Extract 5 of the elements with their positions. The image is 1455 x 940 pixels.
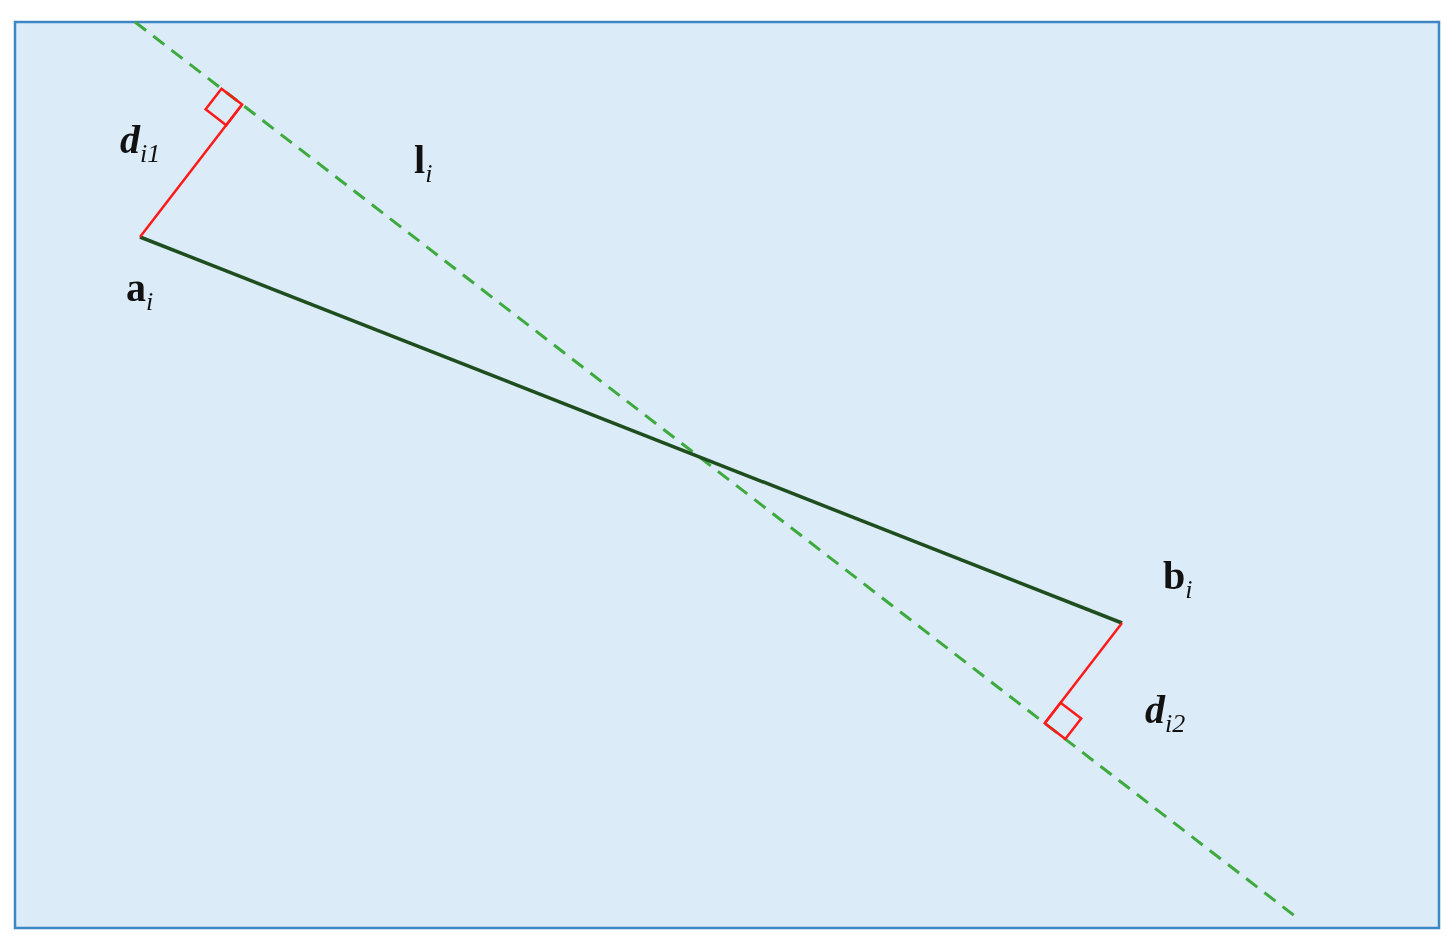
math-label: a$_{i}$ bbox=[126, 268, 154, 315]
math-label: d$_{i1}$ bbox=[120, 120, 161, 167]
math-label: l$_{i}$ bbox=[414, 140, 433, 187]
math-label: b$_{i}$ bbox=[1163, 556, 1193, 603]
math-label: d$_{i2}$ bbox=[1145, 690, 1186, 737]
